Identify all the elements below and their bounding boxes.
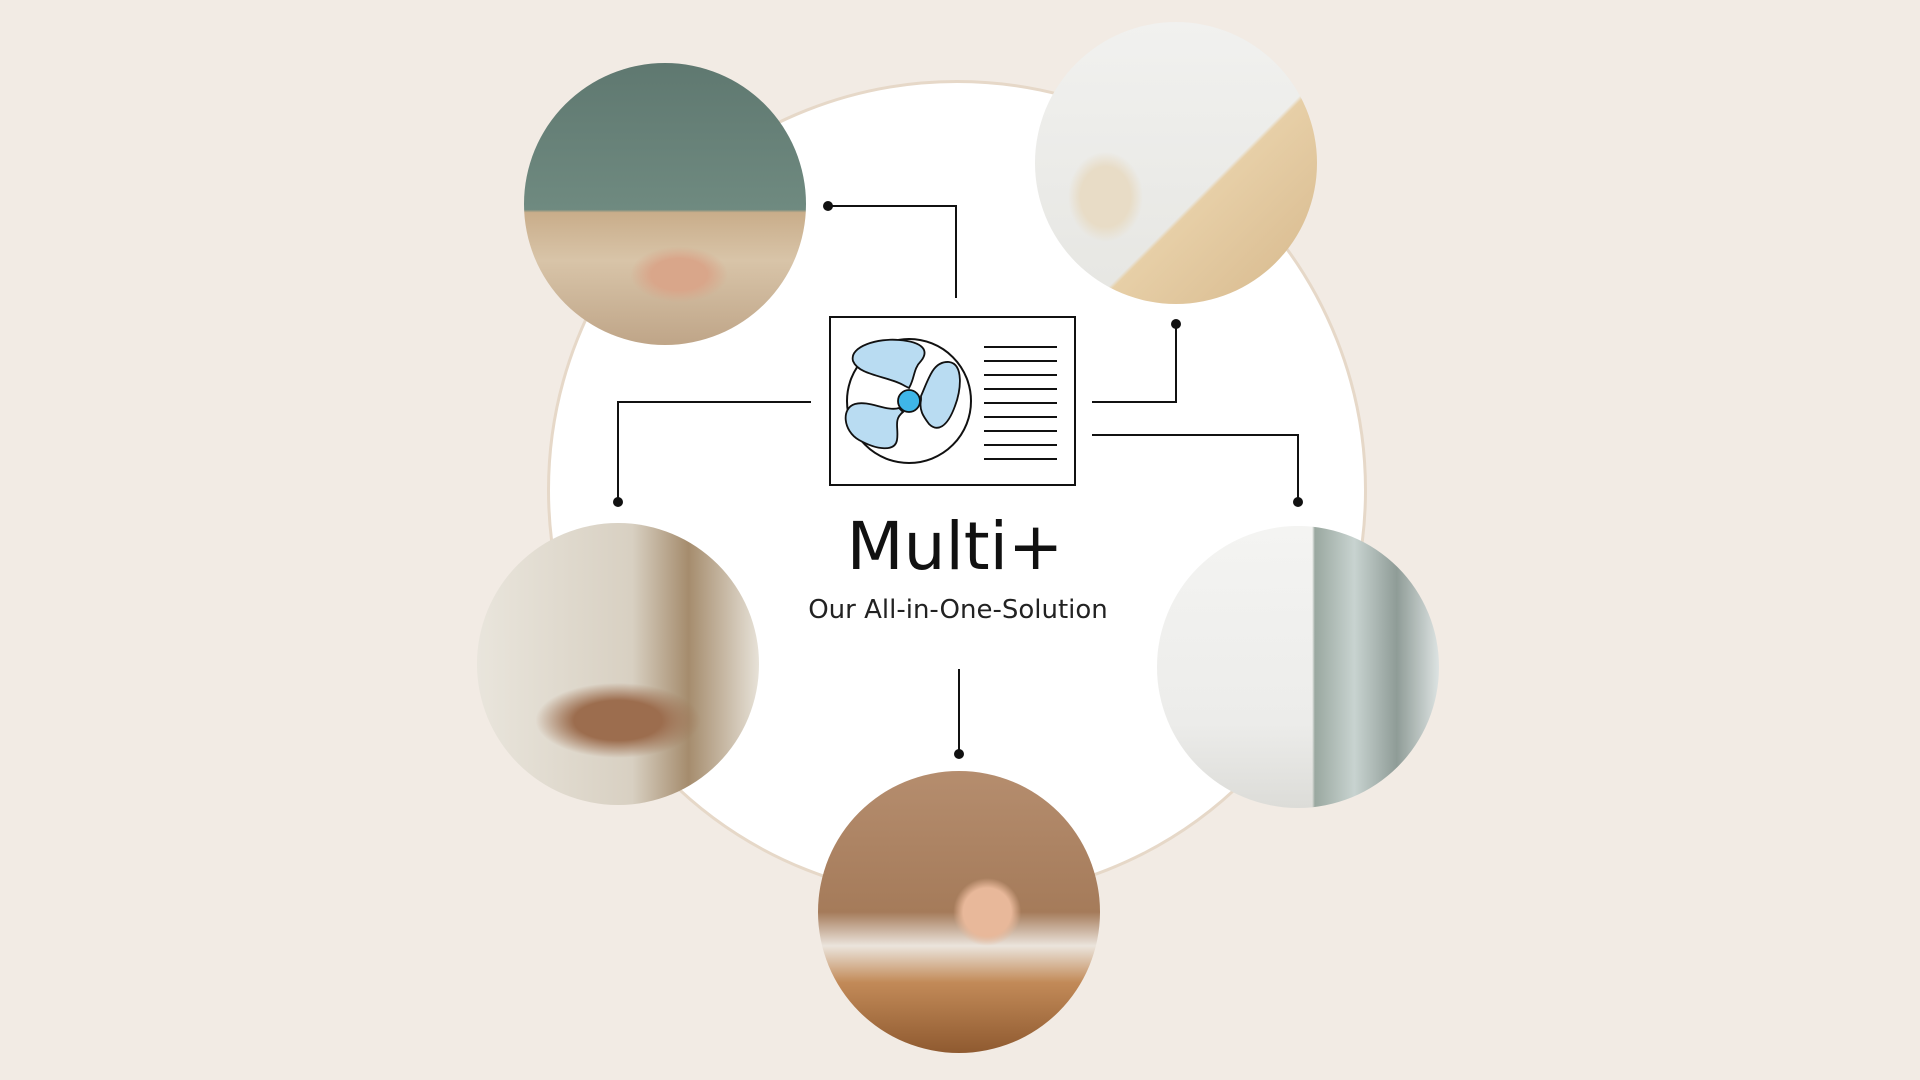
photo-bathroom	[818, 771, 1100, 1053]
photo-home-office	[1157, 526, 1439, 808]
connector-dot-staircase	[1171, 319, 1181, 329]
connector-bedroom	[828, 205, 957, 298]
photo-bedroom	[524, 63, 806, 345]
photo-staircase	[1035, 22, 1317, 304]
connector-living-room	[617, 401, 811, 502]
connector-dot-bathroom	[954, 749, 964, 759]
outdoor-ac-unit-fan-icon	[829, 316, 1076, 486]
connector-staircase	[1092, 324, 1177, 403]
diagram-subtitle: Our All-in-One-Solution	[808, 595, 1108, 625]
connector-dot-living-room	[613, 497, 623, 507]
photo-living-room	[477, 523, 759, 805]
connector-dot-home-office	[1293, 497, 1303, 507]
connector-home-office	[1092, 434, 1299, 502]
diagram-title: Multi+	[846, 508, 1064, 585]
connector-dot-bedroom	[823, 201, 833, 211]
